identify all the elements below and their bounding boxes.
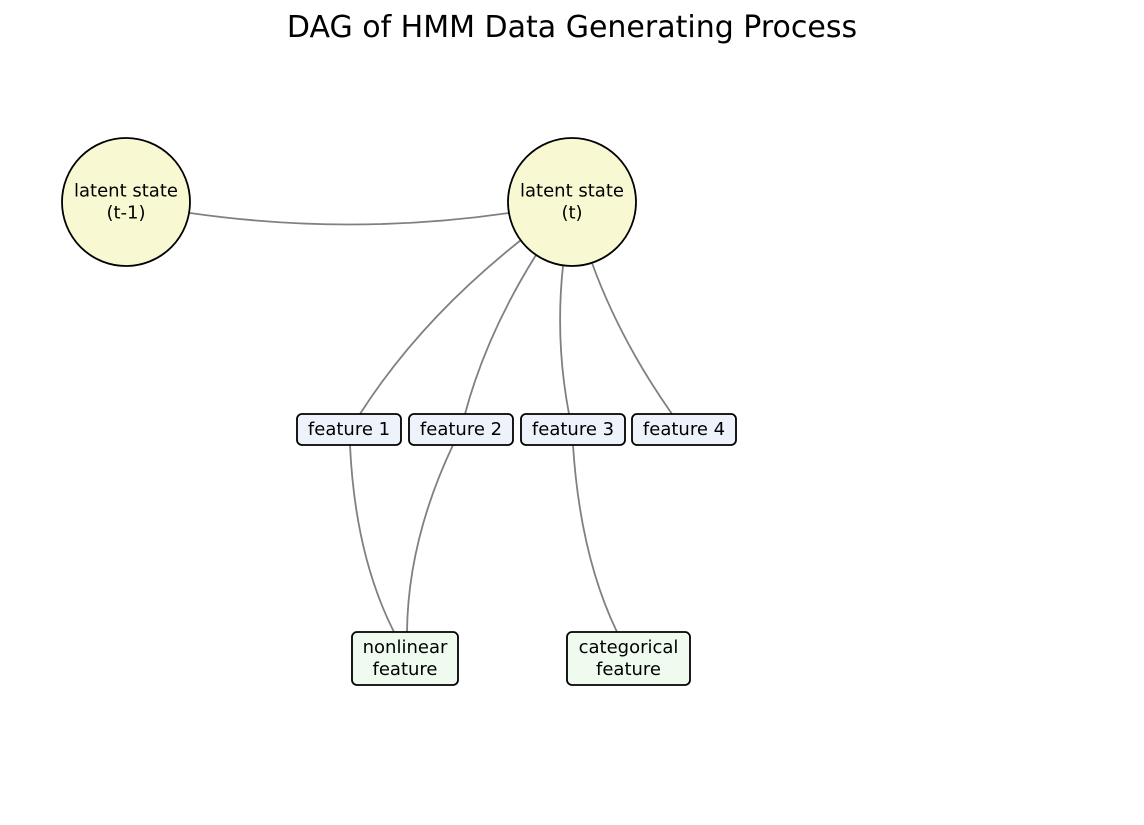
node-label: feature 3 xyxy=(532,419,614,440)
node-shape xyxy=(507,137,637,267)
edges-layer xyxy=(189,212,673,633)
node-label: feature 2 xyxy=(420,419,502,440)
node-feature-1: feature 1 xyxy=(296,413,402,446)
node-shape xyxy=(296,413,402,446)
node-label: latent state xyxy=(74,181,178,202)
edge-feature_2-to-nonlinear_feature xyxy=(406,444,454,633)
edge-feature_1-to-nonlinear_feature xyxy=(349,444,395,633)
node-shape xyxy=(631,413,737,446)
node-shape xyxy=(408,413,514,446)
node-label: feature xyxy=(373,659,438,680)
edge-latent_t-to-feature_2 xyxy=(464,254,537,415)
node-feature-4: feature 4 xyxy=(631,413,737,446)
node-latent-prev: latent state(t-1) xyxy=(61,137,191,267)
node-label: (t-1) xyxy=(106,203,145,224)
edge-latent_prev-to-latent_t xyxy=(189,212,510,226)
node-shape xyxy=(566,631,691,686)
node-label: categorical xyxy=(579,637,679,658)
node-label: feature 1 xyxy=(308,419,390,440)
edge-latent_t-to-feature_1 xyxy=(359,239,522,415)
node-feature-3: feature 3 xyxy=(520,413,626,446)
edge-feature_3-to-categorical_feature xyxy=(572,444,618,633)
node-shape xyxy=(520,413,626,446)
edge-latent_t-to-feature_4 xyxy=(591,262,673,415)
node-shape xyxy=(351,631,459,686)
nodes-layer: latent state(t-1)latent state(t)feature … xyxy=(61,137,737,686)
node-label: feature 4 xyxy=(643,419,725,440)
node-feature-2: feature 2 xyxy=(408,413,514,446)
node-shape xyxy=(61,137,191,267)
node-label: feature xyxy=(596,659,661,680)
diagram-title: DAG of HMM Data Generating Process xyxy=(286,10,858,45)
node-label: nonlinear xyxy=(363,637,448,658)
edge-latent_t-to-feature_3 xyxy=(559,265,570,415)
node-label: latent state xyxy=(520,181,624,202)
node-latent-t: latent state(t) xyxy=(507,137,637,267)
node-label: (t) xyxy=(561,203,582,224)
